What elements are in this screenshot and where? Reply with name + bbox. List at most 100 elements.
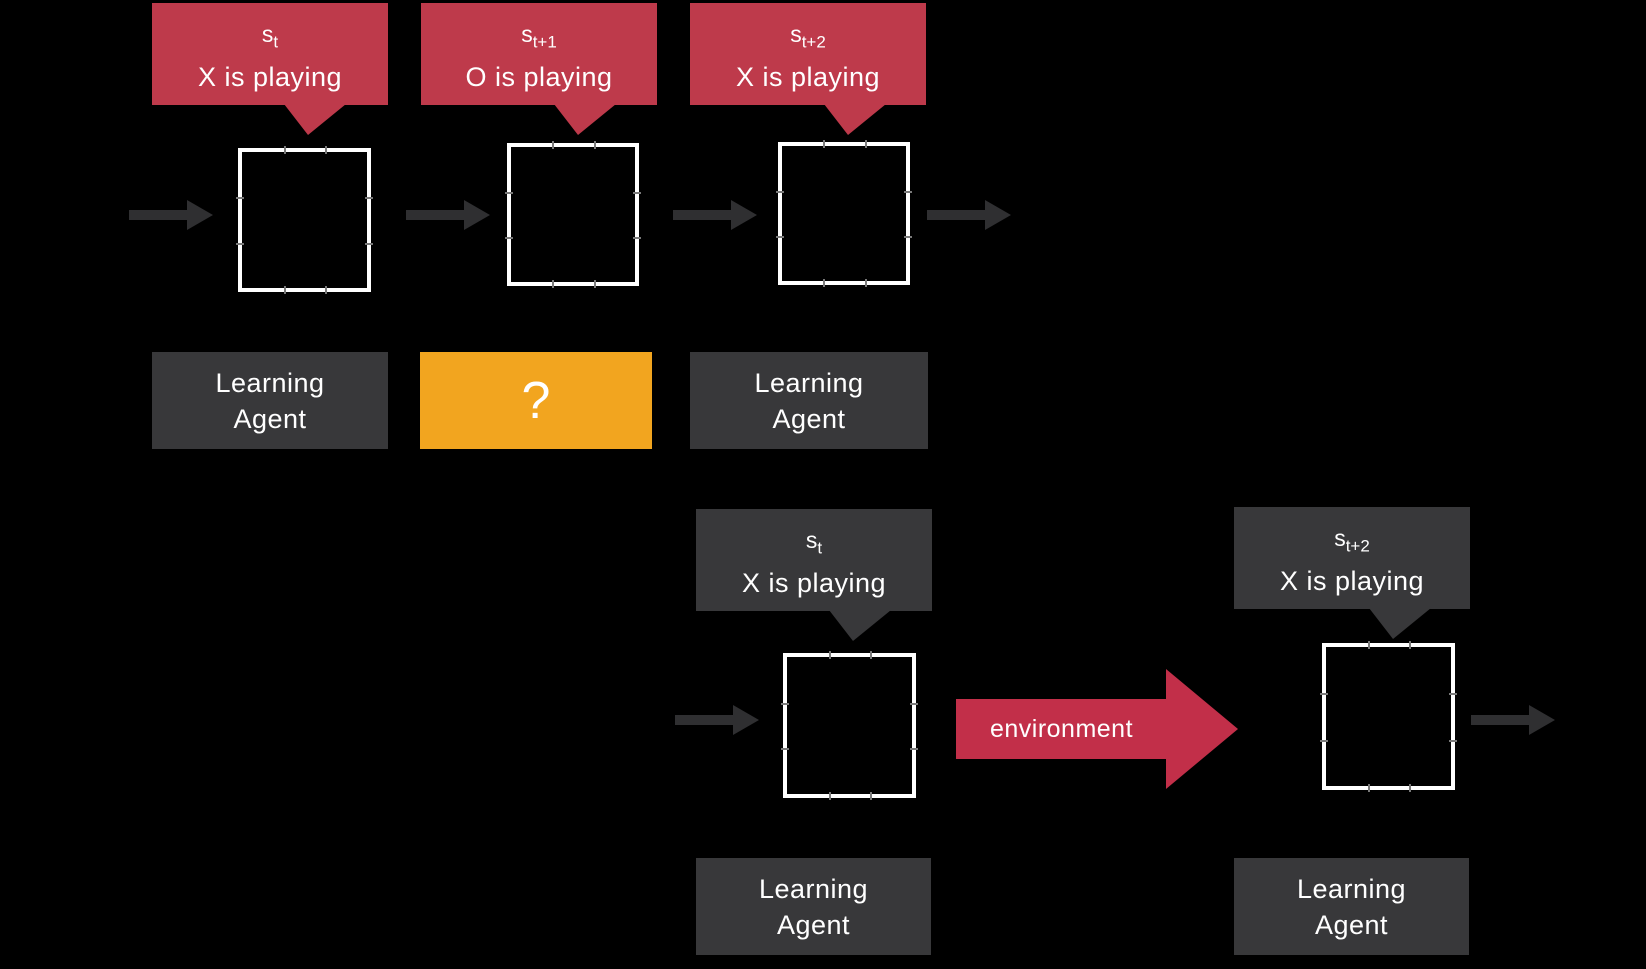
grid-tick-icon bbox=[365, 242, 373, 245]
environment-arrow: environment bbox=[956, 669, 1238, 789]
grid-tick-icon bbox=[828, 651, 831, 659]
state-bubble-st: st X is playing bbox=[152, 3, 388, 105]
state-caption: X is playing bbox=[741, 567, 887, 598]
arrow-head bbox=[733, 705, 759, 735]
environment-arrow-head bbox=[1166, 669, 1238, 789]
grid-tick-icon bbox=[864, 279, 867, 287]
learning-agent-box-1: Learning Agent bbox=[152, 352, 388, 449]
bubble-tail-icon bbox=[554, 104, 616, 135]
agent-label-line: Learning bbox=[1296, 873, 1407, 904]
state-symbol: st+1 bbox=[521, 21, 557, 52]
flow-arrow-icon-5 bbox=[675, 705, 759, 735]
flow-arrow-icon-1 bbox=[129, 200, 213, 230]
grid-tick-icon bbox=[864, 140, 867, 148]
grid-tick-icon bbox=[505, 191, 513, 194]
arrow-shaft bbox=[406, 210, 466, 220]
arrow-head bbox=[985, 200, 1011, 230]
state-caption: X is playing bbox=[1279, 565, 1425, 596]
tictactoe-board-3 bbox=[776, 140, 912, 287]
agent-label-line: Learning bbox=[758, 873, 869, 904]
bubble-tail-icon bbox=[284, 104, 346, 135]
grid-tick-icon bbox=[823, 279, 826, 287]
state-symbol: st bbox=[261, 21, 279, 52]
grid-tick-icon bbox=[236, 197, 244, 200]
bubble-tail-icon bbox=[829, 610, 891, 641]
arrow-shaft bbox=[675, 715, 735, 725]
agent-label-line: Learning bbox=[215, 367, 325, 398]
grid-tick-icon bbox=[552, 141, 555, 149]
agent-label-line: Agent bbox=[772, 403, 846, 434]
grid-tick-icon bbox=[1367, 784, 1370, 792]
question-mark: ? bbox=[521, 371, 551, 430]
learning-agent-box-3: Learning Agent bbox=[696, 858, 931, 955]
arrow-shaft bbox=[1471, 715, 1531, 725]
tictactoe-board-2 bbox=[505, 141, 641, 288]
grid-tick-icon bbox=[365, 197, 373, 200]
grid-tick-icon bbox=[325, 146, 328, 154]
grid-tick-icon bbox=[1320, 739, 1328, 742]
grid-tick-icon bbox=[870, 792, 873, 800]
unknown-action-box: ? bbox=[420, 352, 652, 449]
flow-arrow-icon-6 bbox=[1471, 705, 1555, 735]
grid-tick-icon bbox=[1409, 784, 1412, 792]
grid-tick-icon bbox=[781, 702, 789, 705]
grid-tick-icon bbox=[1367, 641, 1370, 649]
state-caption: X is playing bbox=[735, 61, 881, 92]
state-bubble-st2: st+2 X is playing bbox=[690, 3, 926, 105]
state-bubble-bottom-st2: st+2 X is playing bbox=[1234, 507, 1470, 609]
grid-tick-icon bbox=[776, 235, 784, 238]
grid-tick-icon bbox=[1449, 693, 1457, 696]
arrow-head bbox=[187, 200, 213, 230]
environment-arrow-label: environment bbox=[989, 714, 1134, 743]
grid-tick-icon bbox=[505, 236, 513, 239]
state-bubble-bottom-st: st X is playing bbox=[696, 509, 932, 611]
state-symbol: st+2 bbox=[1334, 525, 1370, 556]
state-caption: X is playing bbox=[197, 61, 343, 92]
agent-label-line: Agent bbox=[1314, 909, 1389, 940]
tictactoe-board-5 bbox=[1320, 641, 1457, 792]
grid-tick-icon bbox=[325, 286, 328, 294]
state-bubble-st1: st+1 O is playing bbox=[421, 3, 657, 105]
flow-arrow-icon-2 bbox=[406, 200, 490, 230]
grid-tick-icon bbox=[1320, 693, 1328, 696]
grid-tick-icon bbox=[236, 242, 244, 245]
tictactoe-board-4 bbox=[781, 651, 918, 800]
grid-tick-icon bbox=[904, 190, 912, 193]
grid-tick-icon bbox=[1409, 641, 1412, 649]
arrow-head bbox=[1529, 705, 1555, 735]
bubble-tail-icon bbox=[1369, 608, 1431, 639]
grid-tick-icon bbox=[870, 651, 873, 659]
agent-label-line: Learning bbox=[754, 367, 864, 398]
arrow-head bbox=[731, 200, 757, 230]
grid-tick-icon bbox=[823, 140, 826, 148]
arrow-shaft bbox=[129, 210, 189, 220]
grid-tick-icon bbox=[776, 190, 784, 193]
arrow-shaft bbox=[927, 210, 987, 220]
state-symbol: st+2 bbox=[790, 21, 826, 52]
arrow-head bbox=[464, 200, 490, 230]
learning-agent-box-2: Learning Agent bbox=[690, 352, 928, 449]
state-caption: O is playing bbox=[465, 61, 613, 92]
grid-tick-icon bbox=[593, 280, 596, 288]
flow-arrow-icon-4 bbox=[927, 200, 1011, 230]
grid-tick-icon bbox=[781, 748, 789, 751]
grid-tick-icon bbox=[283, 146, 286, 154]
grid-tick-icon bbox=[552, 280, 555, 288]
agent-label-line: Agent bbox=[776, 909, 851, 940]
agent-label-line: Agent bbox=[233, 403, 307, 434]
grid-tick-icon bbox=[910, 748, 918, 751]
grid-tick-icon bbox=[633, 191, 641, 194]
grid-tick-icon bbox=[828, 792, 831, 800]
tictactoe-board-1 bbox=[236, 146, 373, 294]
environment-arrow-body bbox=[956, 699, 1167, 759]
grid-tick-icon bbox=[910, 702, 918, 705]
grid-tick-icon bbox=[593, 141, 596, 149]
state-symbol: st bbox=[805, 527, 823, 558]
grid-tick-icon bbox=[633, 236, 641, 239]
learning-agent-box-4: Learning Agent bbox=[1234, 858, 1469, 955]
arrow-shaft bbox=[673, 210, 733, 220]
grid-tick-icon bbox=[1449, 739, 1457, 742]
grid-tick-icon bbox=[283, 286, 286, 294]
flow-arrow-icon-3 bbox=[673, 200, 757, 230]
